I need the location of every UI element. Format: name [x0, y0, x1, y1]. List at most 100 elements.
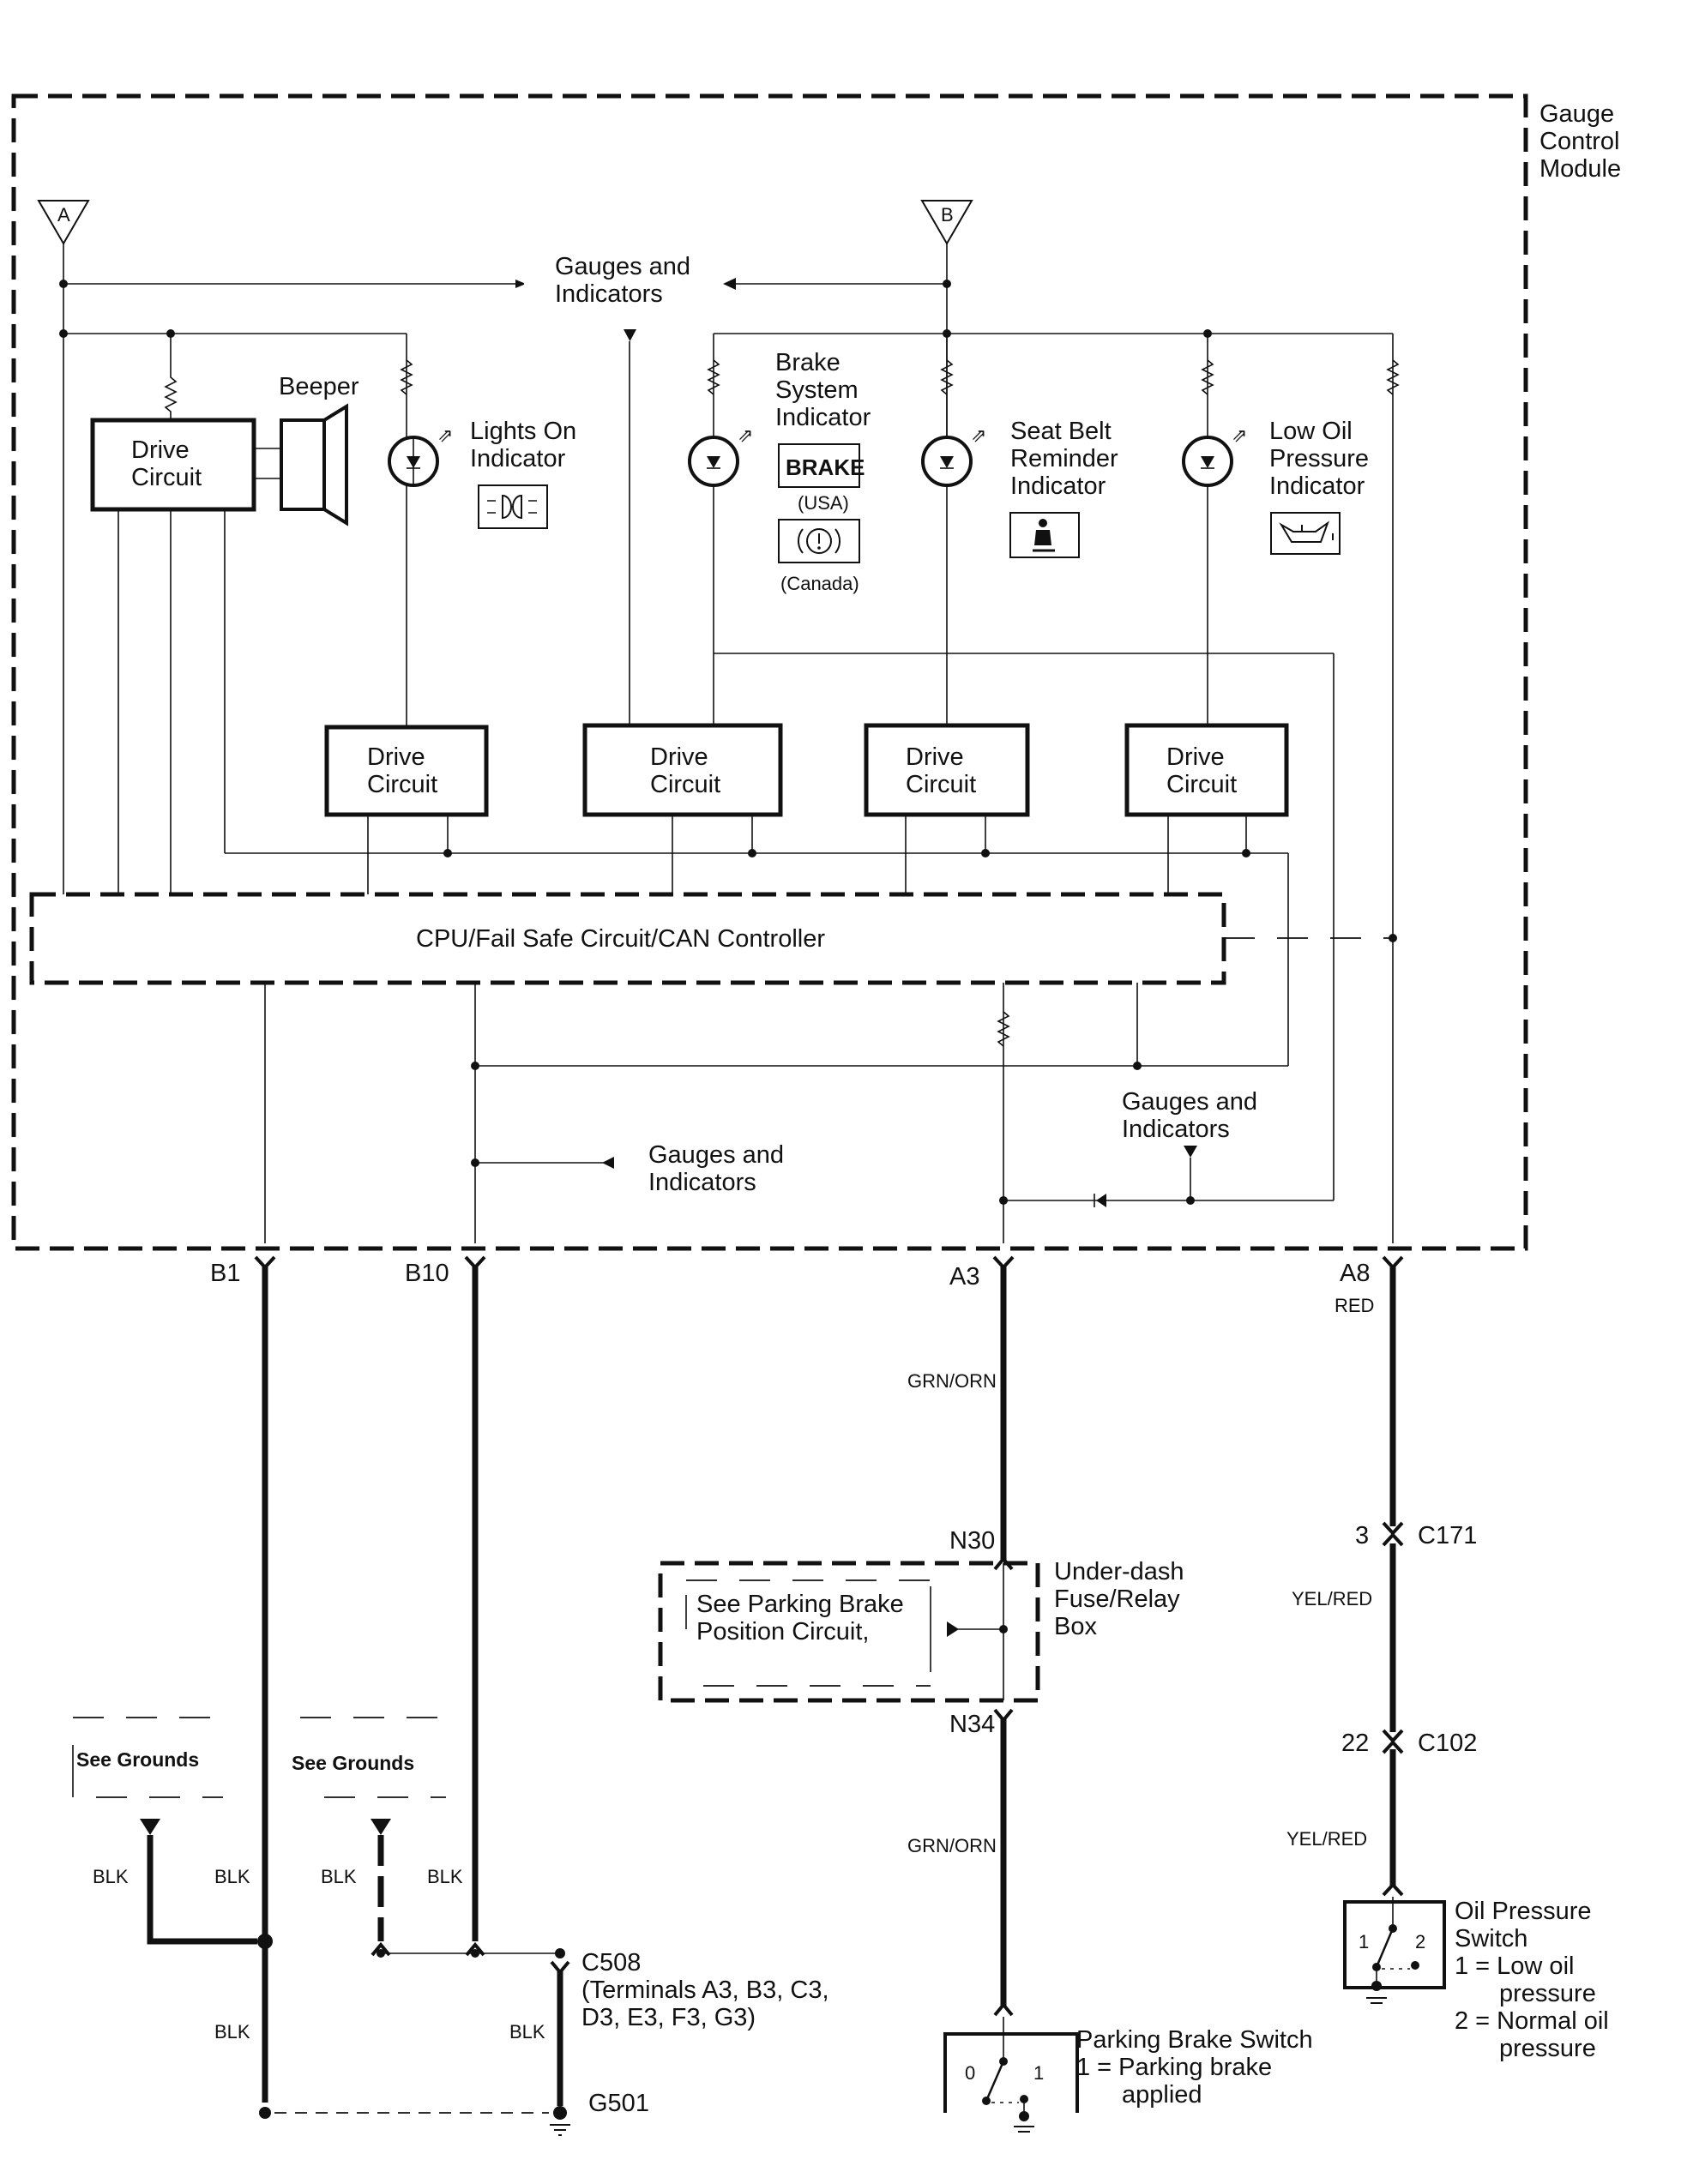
brake-icon: BRAKE [778, 443, 865, 488]
drive-circuit-label: Circuit [131, 464, 202, 491]
beeper-label: Beeper [279, 373, 359, 400]
light-emission-icon: ⇗ [971, 424, 986, 446]
switch-position-2: 2 [1415, 1931, 1425, 1952]
beeper-drive-circuit: Drive Circuit [90, 334, 281, 894]
c508-label: C508 [581, 1949, 641, 1976]
oil-switch-legend-line: pressure [1499, 1980, 1596, 2007]
drive-circuit-label: Circuit [906, 771, 976, 798]
wire-a-trunk [59, 244, 523, 894]
wire-color-label: BLK [93, 1866, 129, 1887]
indicator-label-line: Reminder [1010, 445, 1118, 472]
module-title-line: Module [1539, 155, 1621, 183]
c102-label: C102 [1418, 1730, 1477, 1757]
oil-pressure-switch: 1 2 Oil Pressure Switch 1 = Low oil pres… [1343, 1897, 1609, 2062]
wire-color-label: YEL/RED [1292, 1588, 1372, 1609]
see-grounds-label: See Grounds [292, 1752, 414, 1774]
gauge-control-module-boundary [11, 93, 1528, 1251]
wire-a8: RED [1335, 1266, 1396, 1526]
switch-position-0: 0 [965, 2062, 975, 2084]
indicator-label-line: Indicator [1010, 472, 1106, 500]
wire-color-label: BLK [214, 1866, 250, 1887]
parking-brake-legend-line: 1 = Parking brake [1076, 2054, 1272, 2081]
parking-brake-legend-line: applied [1122, 2081, 1202, 2109]
connector-ref-b-label: B [941, 204, 954, 226]
drive-circuit-label: Drive [131, 436, 190, 464]
light-emission-icon: ⇗ [1232, 424, 1247, 446]
wire-b1-ground: BLK BLK [214, 1266, 273, 2119]
drive-circuit-oil: Drive Circuit [1124, 723, 1289, 894]
drive-circuit-label: Circuit [650, 771, 720, 798]
module-title-line: Control [1539, 128, 1620, 155]
drive-circuit-label: Drive [367, 743, 425, 771]
brake-usa-label: (USA) [798, 492, 849, 514]
parking-brake-switch-title: Parking Brake Switch [1076, 2026, 1313, 2054]
wire-color-label: BLK [427, 1866, 463, 1887]
wire-a3: GRN/ORN N30 [907, 1266, 1014, 1571]
seatbelt-icon [1009, 512, 1080, 558]
g501-label: G501 [588, 2090, 649, 2117]
indicator-label-line: Low Oil [1269, 418, 1353, 445]
indicator-label-line: Lights On [470, 418, 576, 445]
indicator-label-line: Indicator [775, 404, 871, 431]
connector-c102: 22 C102 YEL/RED [1286, 1729, 1477, 1897]
module-title-line: Gauge [1539, 100, 1614, 128]
gauges-label-line: Gauges and [648, 1141, 784, 1169]
wire-color-label: BLK [321, 1866, 357, 1887]
indicator-label-line: System [775, 376, 859, 404]
c171-pin: 3 [1355, 1522, 1369, 1549]
parking-brake-ref-line[interactable]: See Parking Brake [696, 1591, 904, 1618]
indicator-label-line: Brake [775, 349, 840, 376]
connector-ref-b: B [920, 200, 973, 245]
headlight-icon [478, 484, 548, 529]
brake-canada-icon [778, 519, 860, 563]
fuse-box-label-line: Under-dash [1054, 1558, 1184, 1585]
terminal-b10-label: B10 [405, 1260, 449, 1287]
drive-circuit-label: Circuit [367, 771, 437, 798]
gauges-indicators-middle: Gauges and Indicators [648, 1141, 784, 1196]
gauges-label-line: Gauges and [1122, 1088, 1257, 1116]
oil-switch-title-line: Oil Pressure [1455, 1898, 1592, 1925]
cpu-outputs [264, 983, 1288, 1243]
c102-pin: 22 [1341, 1730, 1369, 1757]
fuse-relay-box: Under-dash Fuse/Relay Box [658, 1558, 1184, 1703]
c508-terminals-line: D3, E3, F3, G3) [581, 2004, 756, 2031]
terminal-b1: B1 [210, 1255, 276, 1287]
see-grounds-ref-right: See Grounds BLK [292, 1717, 446, 1957]
oil-switch-legend-line: 1 = Low oil [1455, 1952, 1574, 1980]
drive-circuit-label: Drive [1166, 743, 1225, 771]
gauges-label-line: Indicators [648, 1169, 756, 1196]
wire-color-label: RED [1335, 1295, 1374, 1316]
indicator-label-line: Seat Belt [1010, 418, 1112, 445]
terminal-a8-label: A8 [1340, 1260, 1370, 1287]
wire-color-label: GRN/ORN [907, 1835, 997, 1856]
see-grounds-ref-left: See Grounds BLK [72, 1717, 257, 1945]
connector-c508: C508 (Terminals A3, B3, C3, D3, E3, F3, … [377, 1948, 829, 2106]
cpu-label: CPU/Fail Safe Circuit/CAN Controller [416, 925, 825, 953]
indicator-label-line: Indicator [1269, 472, 1365, 500]
connector-n30-label: N30 [949, 1527, 995, 1555]
drive-circuit-label: Drive [906, 743, 964, 771]
wire-n34: N34 GRN/ORN [907, 1708, 1014, 2017]
oil-switch-legend-line: pressure [1499, 2035, 1596, 2062]
parking-brake-position-ref: See Parking Brake Position Circuit, [685, 1579, 931, 1687]
wire-color-label: GRN/ORN [907, 1370, 997, 1392]
module-title: Gauge Control Module [1539, 100, 1621, 183]
wire-color-label: YEL/RED [1286, 1828, 1367, 1850]
brake-canada-label: (Canada) [780, 573, 859, 594]
parking-brake-ref-line[interactable]: Position Circuit, [696, 1618, 869, 1646]
gauges-indicators-right: Gauges and Indicators [999, 1088, 1334, 1207]
oil-switch-title-line: Switch [1455, 1925, 1527, 1952]
drive-circuit-label: Circuit [1166, 771, 1237, 798]
lights-on-indicator: ⇗ Lights On Indicator [388, 334, 576, 727]
oil-can-icon [1270, 512, 1341, 555]
drive-circuit-brake: Drive Circuit [582, 723, 783, 894]
see-grounds-label: See Grounds [76, 1748, 199, 1771]
switch-position-1: 1 [1033, 2062, 1044, 2084]
connector-n34-label: N34 [949, 1711, 995, 1738]
indicator-label-line: Pressure [1269, 445, 1369, 472]
gauges-indicators-top: Gauges and Indicators [555, 253, 690, 725]
cpu-block: CPU/Fail Safe Circuit/CAN Controller [29, 892, 1393, 985]
fuse-box-label-line: Box [1054, 1613, 1097, 1640]
terminal-a3-label: A3 [949, 1263, 979, 1291]
